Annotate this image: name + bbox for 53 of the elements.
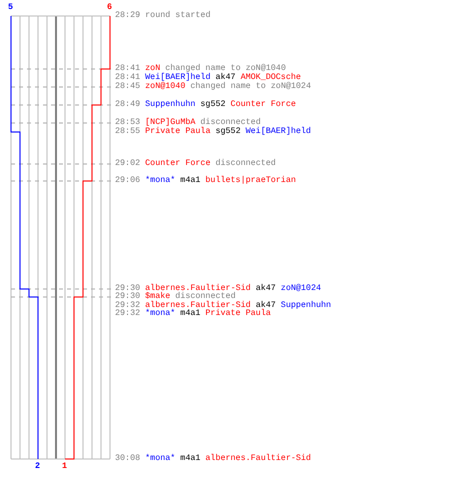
player-name: albernes.Faultier-Sid (205, 454, 311, 463)
player-name: zoN@1040 (145, 82, 186, 91)
weapon-name: sg552 (200, 100, 226, 109)
log-time: 29:32 (115, 309, 140, 318)
log-time: 30:08 (115, 454, 140, 463)
player-count: 2 (35, 462, 40, 471)
player-name: *mona* (145, 309, 176, 318)
log-time: 29:30 (115, 284, 140, 293)
log-time: 28:41 (115, 64, 140, 73)
player-name: Private Paula (145, 127, 210, 136)
log-time: 29:02 (115, 159, 140, 168)
log-message: changed name to zoN@1040 (165, 64, 286, 73)
player-name: Counter Force (145, 159, 210, 168)
player-name: $make (145, 292, 170, 301)
log-time: 28:55 (115, 127, 140, 136)
player-name: *mona* (145, 454, 176, 463)
player-name: Private Paula (205, 309, 271, 318)
log-time: 28:41 (115, 73, 140, 82)
player-count: 5 (8, 3, 14, 12)
log-time: 29:32 (115, 301, 140, 310)
log-time: 29:06 (115, 176, 140, 185)
player-name: bullets|praeTorian (205, 176, 296, 185)
player-name: AMOK_DOCsche (240, 73, 301, 82)
log-message: changed name to zoN@1024 (190, 82, 311, 91)
player-name: Suppenhuhn (145, 100, 196, 109)
log-time: 28:53 (115, 118, 140, 127)
weapon-name: m4a1 (180, 176, 200, 185)
weapon-name: m4a1 (180, 309, 200, 318)
player-name: Wei[BAER]held (246, 127, 311, 136)
weapon-name: ak47 (256, 284, 276, 293)
player-name: *mona* (145, 176, 176, 185)
log-time: 28:29 (115, 11, 140, 20)
log-message: disconnected (215, 159, 276, 168)
player-name: zoN (145, 64, 160, 73)
player-count: 6 (107, 3, 112, 12)
weapon-name: ak47 (256, 301, 276, 310)
player-name: [NCP]GuMbA (145, 118, 196, 127)
log-message: disconnected (175, 292, 236, 301)
player-count: 1 (62, 462, 68, 471)
weapon-name: m4a1 (180, 454, 200, 463)
log-message: round started (145, 11, 210, 20)
log-time: 28:49 (115, 100, 140, 109)
player-name: Wei[BAER]held (145, 73, 210, 82)
weapon-name: sg552 (215, 127, 241, 136)
player-name: zoN@1024 (280, 284, 322, 293)
log-message: disconnected (200, 118, 261, 127)
player-name: Counter Force (230, 100, 296, 109)
player-name: albernes.Faultier-Sid (145, 301, 251, 310)
log-time: 28:45 (115, 82, 140, 91)
log-time: 29:30 (115, 292, 140, 301)
weapon-name: ak47 (215, 73, 236, 82)
player-name: albernes.Faultier-Sid (145, 284, 251, 293)
player-name: Suppenhuhn (280, 301, 332, 310)
